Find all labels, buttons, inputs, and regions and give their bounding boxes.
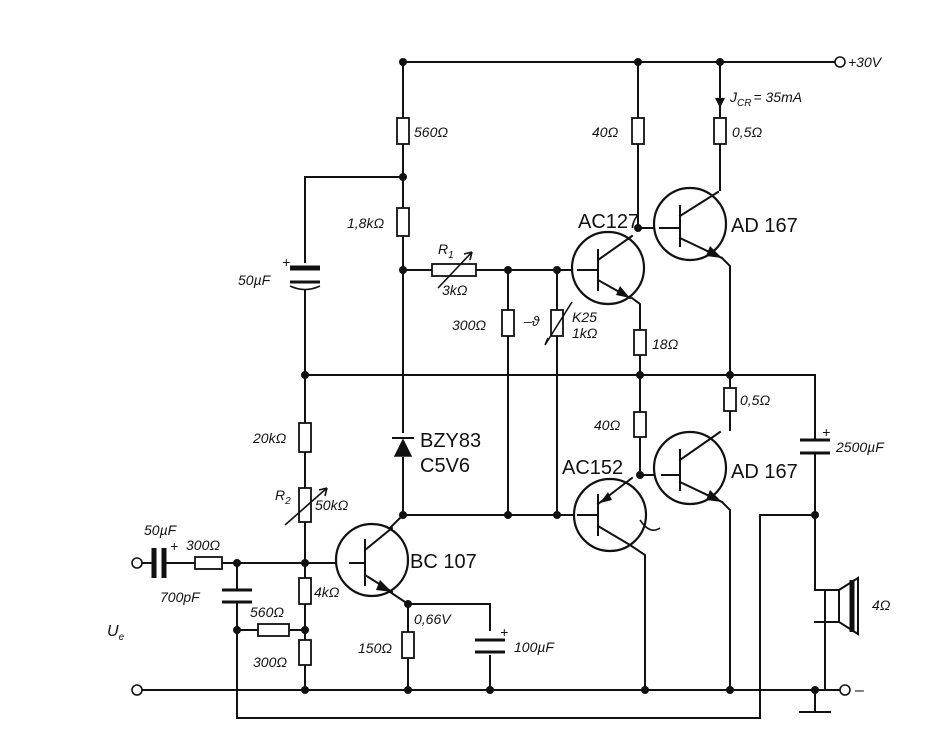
label-c-100u: 100µF bbox=[514, 639, 555, 655]
label-bc107: BC 107 bbox=[410, 551, 477, 573]
resistor-560-feedback bbox=[257, 623, 290, 637]
resistor-0-5-top bbox=[713, 117, 727, 145]
label-300-input: 300Ω bbox=[186, 537, 220, 553]
label-ad167-top: AD 167 bbox=[731, 215, 798, 237]
label-thermistor-symbol: –ϑ bbox=[523, 313, 541, 329]
supply-negative-label: – bbox=[855, 682, 864, 699]
resistor-18 bbox=[633, 329, 647, 356]
capacitor-700p bbox=[222, 588, 252, 604]
label-r1-name: R1 bbox=[438, 241, 454, 261]
resistor-150 bbox=[401, 631, 415, 659]
resistor-20k bbox=[298, 422, 312, 453]
input-label: Ue bbox=[107, 623, 125, 643]
input-terminal bbox=[131, 557, 143, 569]
label-0-5-bottom: 0,5Ω bbox=[740, 392, 770, 408]
resistor-300-bottom bbox=[298, 639, 312, 666]
speaker bbox=[824, 576, 859, 636]
transistor-ad167-top bbox=[652, 186, 728, 262]
label-c-50u-boot: 50µF bbox=[238, 272, 272, 288]
input-ground-terminal bbox=[131, 684, 143, 696]
label-40-bottom: 40Ω bbox=[594, 417, 621, 433]
label-r2-value: 50kΩ bbox=[315, 497, 349, 513]
supply-positive-label: +30V bbox=[848, 54, 883, 70]
resistor-40-top bbox=[631, 117, 645, 145]
label-c-2500u-plus: + bbox=[822, 424, 830, 440]
junction-dots bbox=[233, 58, 819, 694]
label-40-top: 40Ω bbox=[592, 124, 619, 140]
capacitor-100u bbox=[475, 638, 505, 654]
label-voltage: 0,66V bbox=[414, 611, 452, 627]
label-r2-name: R2 bbox=[275, 487, 291, 507]
supply-negative-terminal bbox=[839, 684, 851, 696]
resistor-300-bias bbox=[501, 309, 515, 337]
zener-diode bbox=[392, 437, 414, 457]
resistor-560-top bbox=[396, 117, 410, 145]
transistor-bc107 bbox=[334, 522, 410, 598]
label-k25-value: 1kΩ bbox=[572, 325, 598, 341]
label-zener-line2: C5V6 bbox=[420, 455, 470, 477]
label-150: 150Ω bbox=[358, 640, 392, 656]
label-zener-line1: BZY83 bbox=[420, 430, 481, 452]
capacitor-50u-input bbox=[151, 548, 167, 578]
transistor-ac152 bbox=[572, 476, 661, 553]
current-label: JCR= 35mA bbox=[729, 89, 802, 109]
label-ad167-bottom: AD 167 bbox=[731, 461, 798, 483]
resistor-0-5-bottom bbox=[723, 387, 737, 412]
supply-positive-terminal bbox=[834, 56, 846, 68]
label-300-bias: 300Ω bbox=[452, 317, 486, 333]
resistor-1k8 bbox=[396, 207, 410, 237]
resistor-300-input bbox=[194, 556, 223, 570]
capacitor-50u-bootstrap bbox=[289, 265, 321, 291]
transistor-ac127 bbox=[570, 230, 646, 306]
resistor-40-bottom bbox=[633, 411, 647, 438]
label-0-5-top: 0,5Ω bbox=[732, 124, 762, 140]
label-k25: K25 bbox=[572, 309, 597, 325]
transistor-ad167-bottom bbox=[652, 430, 728, 506]
label-c-50u-input: 50µF bbox=[144, 522, 178, 538]
label-c-700p: 700pF bbox=[160, 589, 201, 605]
label-4k: 4kΩ bbox=[314, 584, 340, 600]
label-18: 18Ω bbox=[652, 336, 679, 352]
label-300-bottom: 300Ω bbox=[253, 654, 287, 670]
capacitors bbox=[151, 265, 830, 654]
label-1k8: 1,8kΩ bbox=[347, 215, 384, 231]
label-560-top: 560Ω bbox=[414, 124, 448, 140]
label-r1-value: 3kΩ bbox=[442, 282, 468, 298]
label-c-2500u: 2500µF bbox=[835, 439, 885, 455]
label-ac127: AC127 bbox=[578, 211, 639, 233]
capacitor-2500u bbox=[800, 438, 830, 455]
label-c-100u-plus: + bbox=[500, 624, 508, 640]
resistor-4k bbox=[298, 577, 312, 605]
label-560-feedback: 560Ω bbox=[250, 604, 284, 620]
label-ac152: AC152 bbox=[562, 457, 623, 479]
label-20k: 20kΩ bbox=[252, 430, 287, 446]
resistor-r2 bbox=[298, 487, 312, 523]
resistors bbox=[194, 117, 737, 666]
label-c-50u-input-plus: + bbox=[170, 538, 178, 554]
current-arrow-head bbox=[715, 98, 725, 108]
label-c-50u-boot-plus: + bbox=[282, 254, 290, 270]
label-speaker: 4Ω bbox=[872, 597, 891, 613]
